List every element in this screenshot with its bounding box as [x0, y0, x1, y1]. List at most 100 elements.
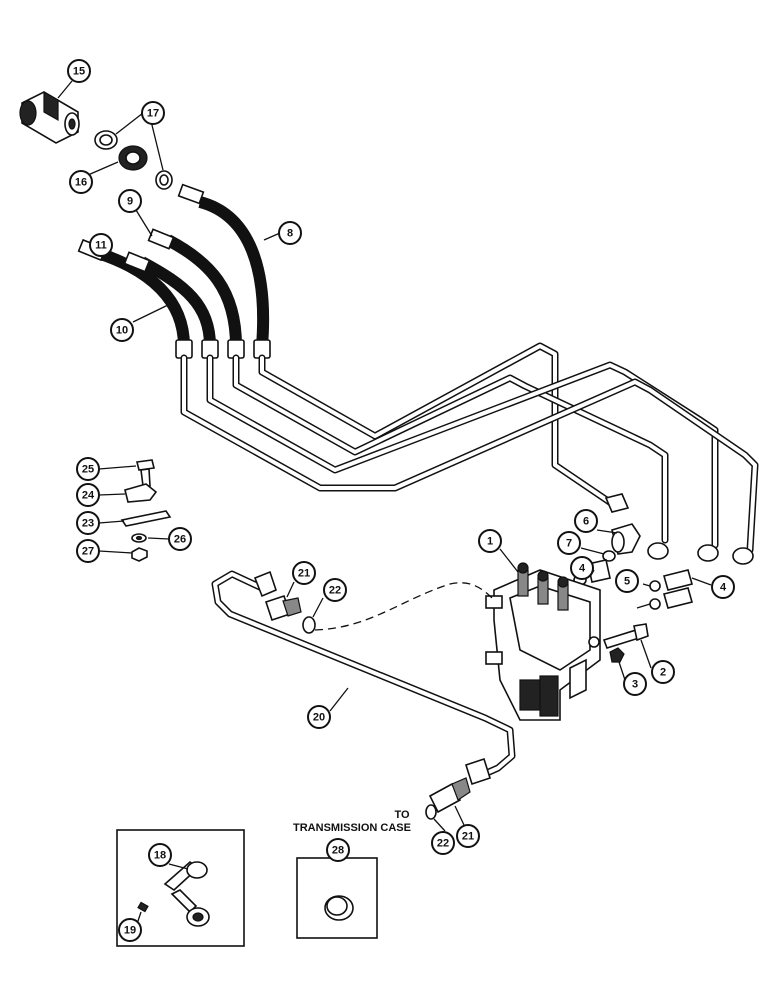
callout-6: 6	[574, 509, 598, 533]
callout-circle	[615, 569, 639, 593]
nut-27	[131, 547, 148, 562]
pin-19	[137, 901, 149, 913]
callout-17: 17	[141, 101, 165, 125]
callout-4: 4	[570, 556, 594, 580]
callout-circle	[168, 527, 192, 551]
callout-circle	[69, 170, 93, 194]
callout-number: 28	[332, 845, 344, 857]
callout-27: 27	[76, 539, 100, 563]
callout-number: 10	[116, 325, 128, 337]
callout-21: 21	[292, 561, 316, 585]
callout-number: 17	[147, 108, 159, 120]
callout-circle	[67, 59, 91, 83]
callout-circle	[323, 578, 347, 602]
callout-number: 18	[154, 850, 166, 862]
tube-20	[211, 570, 516, 786]
quick-coupler-15	[19, 90, 80, 144]
callout-18: 18	[148, 843, 172, 867]
lever-18	[163, 860, 210, 927]
callout-number: 4	[579, 563, 586, 575]
callout-16: 16	[69, 170, 93, 194]
callout-22: 22	[323, 578, 347, 602]
strap-23	[120, 510, 172, 527]
callout-11: 11	[89, 233, 113, 257]
callout-24: 24	[76, 483, 100, 507]
callout-number: 23	[82, 518, 94, 530]
control-valve-1	[485, 562, 601, 721]
callout-21: 21	[456, 824, 480, 848]
bolt-25	[136, 459, 155, 487]
callout-circle	[118, 918, 142, 942]
callout-number: 6	[583, 516, 589, 528]
callout-25: 25	[76, 457, 100, 481]
callout-circle	[574, 509, 598, 533]
bolt-2	[602, 623, 649, 649]
callout-22: 22	[431, 831, 455, 855]
callout-23: 23	[76, 511, 100, 535]
callout-number: 26	[174, 534, 186, 546]
callout-number: 5	[624, 576, 630, 588]
callout-number: 20	[313, 712, 325, 724]
callout-2: 2	[651, 660, 675, 684]
snap-ring-17b	[155, 170, 173, 190]
callout-circle	[76, 457, 100, 481]
callout-layer: 1517169811102524232627167445212223202122…	[67, 59, 735, 942]
callout-number: 15	[73, 66, 85, 78]
callout-number: 16	[75, 177, 87, 189]
callout-circle	[651, 660, 675, 684]
callout-15: 15	[67, 59, 91, 83]
callout-circle	[570, 556, 594, 580]
callout-28: 28	[326, 838, 350, 862]
callout-3: 3	[623, 672, 647, 696]
callout-circle	[307, 705, 331, 729]
seal-ring-17a	[94, 130, 118, 150]
callout-number: 8	[287, 228, 293, 240]
callout-circle	[711, 575, 735, 599]
callout-circle	[278, 221, 302, 245]
callout-number: 24	[82, 490, 95, 502]
nut-3	[609, 647, 625, 663]
callout-number: 7	[566, 538, 572, 550]
steel-tubes	[180, 342, 759, 565]
callout-9: 9	[118, 189, 142, 213]
callout-number: 11	[95, 240, 107, 252]
callout-26: 26	[168, 527, 192, 551]
connector-21b	[428, 777, 471, 814]
callout-circle	[623, 672, 647, 696]
seal-16	[118, 145, 148, 171]
callout-20: 20	[307, 705, 331, 729]
callout-number: 25	[82, 464, 94, 476]
note-transmission-case: TRANSMISSION CASE	[293, 822, 411, 834]
callout-circle	[141, 101, 165, 125]
callout-circle	[76, 511, 100, 535]
plug-28	[324, 895, 354, 921]
callout-number: 4	[720, 582, 727, 594]
callout-circle	[76, 539, 100, 563]
callout-number: 22	[437, 838, 449, 850]
callout-number: 21	[462, 831, 474, 843]
callout-circle	[557, 531, 581, 555]
clip-24	[124, 483, 158, 503]
callout-circle	[118, 189, 142, 213]
o-ring-22b	[425, 804, 437, 820]
callout-10: 10	[110, 318, 134, 342]
callout-circle	[89, 233, 113, 257]
callout-8: 8	[278, 221, 302, 245]
callout-number: 1	[487, 536, 493, 548]
o-ring-22a	[302, 616, 316, 634]
dashed-connection	[314, 582, 493, 631]
callout-circle	[148, 843, 172, 867]
callout-number: 9	[127, 196, 133, 208]
leader-lines	[57, 80, 712, 925]
hose-assemblies	[77, 183, 271, 359]
callout-number: 22	[329, 585, 341, 597]
callout-circle	[292, 561, 316, 585]
callout-7: 7	[557, 531, 581, 555]
callout-1: 1	[478, 529, 502, 553]
callout-circle	[478, 529, 502, 553]
callout-4: 4	[711, 575, 735, 599]
washer-26	[131, 533, 147, 543]
connector-21a	[264, 594, 302, 622]
callout-circle	[110, 318, 134, 342]
